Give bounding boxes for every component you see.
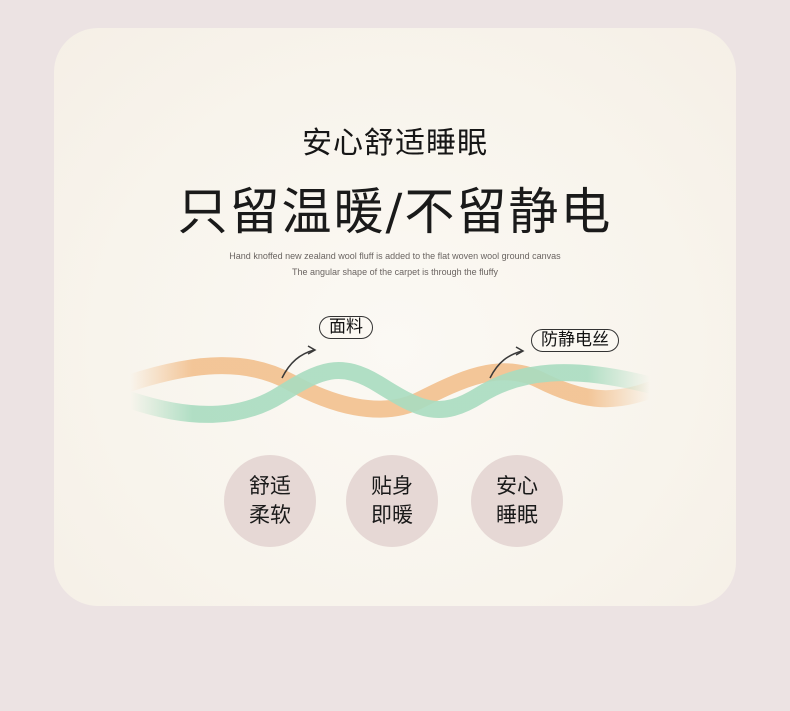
feature-peaceful-sleep: 安心 睡眠 — [471, 455, 563, 547]
fabric-label: 面料 — [319, 316, 373, 339]
feature-line: 睡眠 — [496, 503, 538, 527]
antistatic-arrow-head — [515, 346, 525, 356]
feature-line: 柔软 — [249, 503, 291, 527]
feature-line: 安心 — [496, 474, 538, 498]
feature-line: 舒适 — [249, 474, 291, 498]
feature-line: 贴身 — [371, 474, 413, 498]
fabric-pointer-arrow — [281, 349, 315, 379]
description-line-1: Hand knoffed new zealand wool fluff is a… — [229, 251, 561, 261]
description-line-2: The angular shape of the carpet is throu… — [292, 267, 498, 277]
antistatic-pointer-arrow — [489, 350, 523, 379]
feature-line: 即暖 — [371, 503, 413, 527]
feature-instant-warm: 贴身 即暖 — [346, 455, 438, 547]
fiber-strand-green — [121, 362, 659, 423]
page-subtitle: 安心舒适睡眠 — [302, 126, 488, 161]
antistatic-fiber-label: 防静电丝 — [531, 329, 619, 352]
fabric-arrow-head — [307, 345, 317, 355]
page-title: 只留温暖/不留静电 — [177, 183, 613, 241]
feature-comfort-soft: 舒适 柔软 — [224, 455, 316, 547]
